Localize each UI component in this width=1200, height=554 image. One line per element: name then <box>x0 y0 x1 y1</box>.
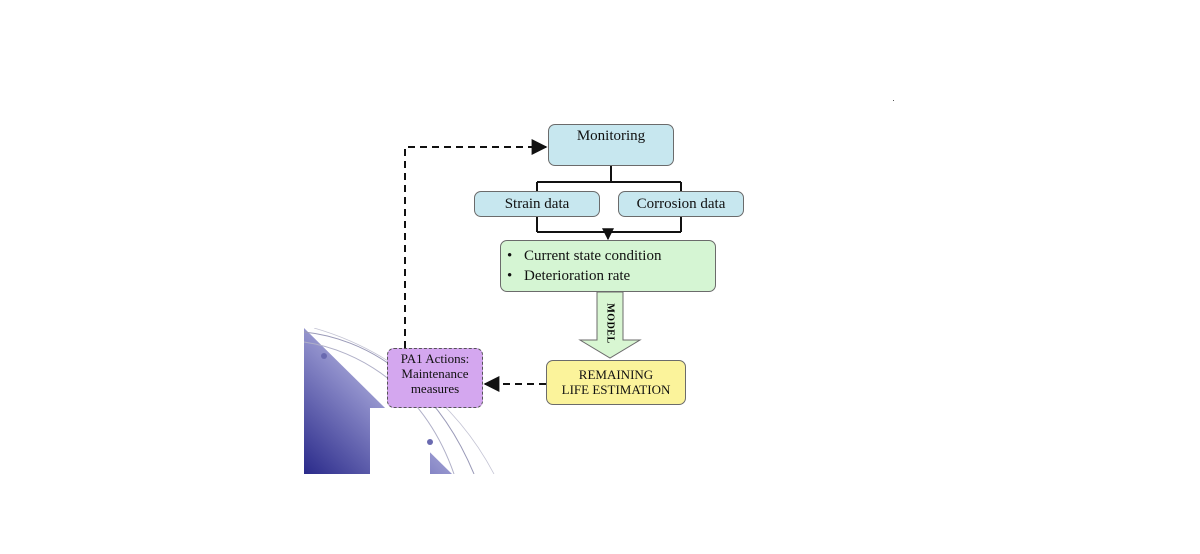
corrosion-data-label: Corrosion data <box>636 196 726 212</box>
state-condition-box: Current state condition Deterioration ra… <box>500 240 716 292</box>
strain-data-label: Strain data <box>504 196 570 212</box>
remaining-line-1: REMAINING <box>578 367 654 382</box>
pa1-actions-box: PA1 Actions: Maintenance measures <box>387 348 483 408</box>
state-list: Current state condition Deterioration ra… <box>507 246 715 286</box>
strain-data-box: Strain data <box>474 191 600 217</box>
monitoring-label: Monitoring <box>576 128 646 144</box>
model-arrow-label: MODEL <box>604 302 616 344</box>
actions-line-2: Maintenance <box>401 366 469 381</box>
stray-dot <box>893 100 894 101</box>
actions-line-1: PA1 Actions: <box>400 351 470 366</box>
split-connector <box>536 166 682 191</box>
state-item-current-condition: Current state condition <box>507 246 715 266</box>
monitoring-box: Monitoring <box>548 124 674 166</box>
model-arrow <box>578 291 642 359</box>
state-item-deterioration-rate: Deterioration rate <box>507 266 715 286</box>
dashed-feedback-loop <box>404 139 548 348</box>
merge-connector <box>536 217 682 241</box>
remaining-line-2: LIFE ESTIMATION <box>561 382 671 397</box>
actions-line-3: measures <box>410 381 460 396</box>
decorative-corner-graphic <box>304 328 495 474</box>
corrosion-data-box: Corrosion data <box>618 191 744 217</box>
remaining-life-box: REMAINING LIFE ESTIMATION <box>546 360 686 405</box>
